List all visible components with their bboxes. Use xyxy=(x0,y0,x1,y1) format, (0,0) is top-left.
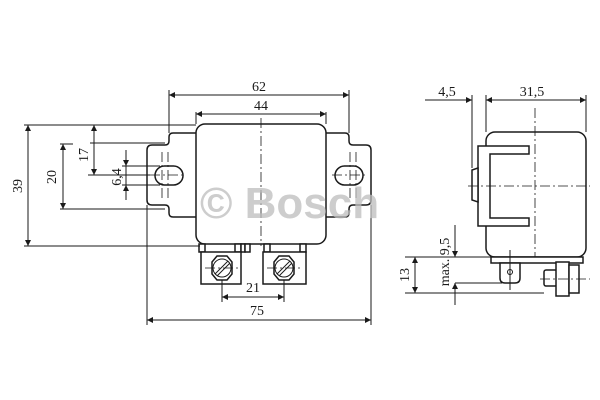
terminal-left xyxy=(200,251,242,285)
watermark-bosch: © Bosch xyxy=(200,179,379,228)
dim-max-9-5: max. 9,5 xyxy=(438,238,453,287)
dim-20: 20 xyxy=(45,170,60,184)
dim-39: 39 xyxy=(11,179,26,193)
mount-slot-left xyxy=(154,165,184,186)
dim-44: 44 xyxy=(254,99,268,114)
side-view: 4,5 31,5 13 max. 9,5 xyxy=(398,85,590,305)
terminal-right xyxy=(262,251,307,285)
dim-6-4: 6,4 xyxy=(110,168,125,186)
front-view: 62 44 21 75 39 17 20 6,4 xyxy=(11,80,372,325)
dim-31-5: 31,5 xyxy=(520,85,545,100)
dim-17: 17 xyxy=(77,148,92,162)
dim-21: 21 xyxy=(246,281,260,296)
dim-4-5: 4,5 xyxy=(438,85,456,100)
dim-62: 62 xyxy=(252,80,266,95)
dim-13: 13 xyxy=(398,268,413,282)
dim-75: 75 xyxy=(250,304,264,319)
